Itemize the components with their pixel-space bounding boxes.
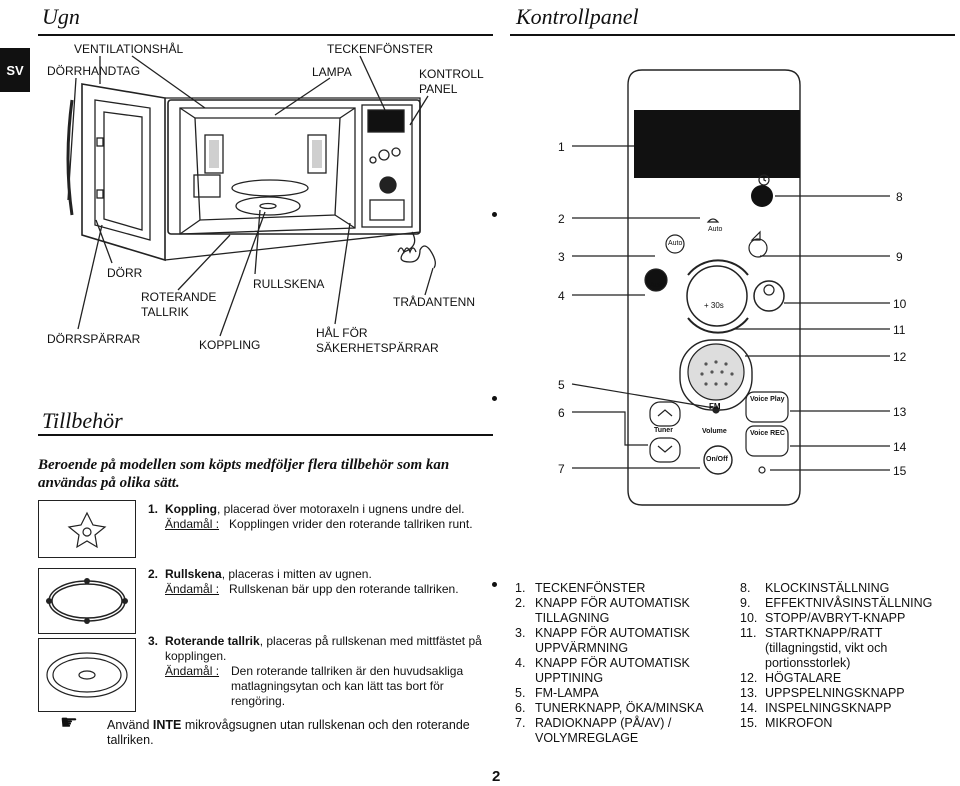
list-item: 9.EFFEKTNIVÅSINSTÄLLNING	[740, 596, 933, 610]
list-item: 10.STOPP/AVBRYT-KNAPP	[740, 611, 906, 625]
label-turntable: ROTERANDE TALLRIK	[141, 290, 217, 319]
note-bold: INTE	[152, 718, 182, 732]
accessories-title-rule	[38, 434, 493, 436]
volume-label: Volume	[702, 428, 727, 435]
list-item: 6.TUNERKNAPP, ÖKA/MINSKA	[515, 701, 704, 715]
callout-11: 11	[893, 323, 906, 337]
accessory-roller-ring-text: 2. Rullskena, placeras i mitten av ugnen.…	[148, 567, 488, 597]
label-lamp: LAMPA	[312, 65, 352, 79]
language-tab: SV	[0, 48, 30, 92]
control-panel-title-rule	[510, 34, 955, 36]
label-door-handle: DÖRRHANDTAG	[47, 64, 141, 78]
callout-1: 1	[558, 140, 565, 154]
auto-reheat-label: Auto	[668, 240, 683, 247]
accessory-3-purpose: Den roterande tallriken är den huvudsakl…	[231, 664, 464, 708]
list-item: 1.TECKENFÖNSTER	[515, 581, 646, 595]
callout-8: 8	[896, 190, 903, 204]
label-control-panel: KONTROLL PANEL	[419, 67, 484, 96]
note-post: mikrovågsugnen utan rullskenan och den r…	[107, 718, 470, 747]
accessory-turntable-text: 3. Roterande tallrik, placeras på rullske…	[148, 634, 488, 709]
list-item: 7.RADIOKNAPP (PÅ/AV) / VOLYMREGLAGE	[515, 716, 672, 745]
accessories-intro: Beroende på modellen som köpts medföljer…	[38, 457, 450, 491]
callout-13: 13	[893, 405, 907, 419]
accessory-2-num: 2.	[148, 567, 159, 581]
oven-illustration	[66, 55, 436, 337]
label-display-window: TECKENFÖNSTER	[327, 42, 434, 56]
label-ventilation: VENTILATIONSHÅL	[74, 42, 184, 56]
list-item: 14.INSPELNINGSKNAPP	[740, 701, 892, 715]
callout-5: 5	[558, 378, 565, 392]
component-list-right: 8.KLOCKINSTÄLLNING 9.EFFEKTNIVÅSINSTÄLLN…	[740, 581, 955, 731]
list-item: 15.MIKROFON	[740, 716, 833, 730]
callout-14: 14	[893, 440, 907, 454]
accessory-3-name: Roterande tallrik	[165, 634, 260, 648]
callout-3: 3	[558, 250, 565, 264]
roller-ring-icon	[46, 578, 128, 624]
auto-defrost-label: Auto	[650, 282, 665, 289]
label-cord-antenna: TRÅDANTENN	[393, 295, 476, 309]
auto-cook-label: Auto	[708, 226, 723, 233]
oven-title-rule	[38, 34, 493, 36]
callout-10: 10	[893, 297, 907, 311]
fm-label: FM	[709, 402, 721, 411]
label-door-latches: DÖRRSPÄRRAR	[47, 332, 141, 346]
callout-12: 12	[893, 350, 907, 364]
plus-30s-label: + 30s	[704, 301, 724, 310]
list-item: 8.KLOCKINSTÄLLNING	[740, 581, 890, 595]
hand-pointer-icon: ☛	[60, 712, 78, 734]
control-panel-illustration	[571, 69, 890, 506]
accessory-1-name: Koppling	[165, 502, 217, 516]
voice-play-label: Voice Play	[750, 396, 785, 403]
list-item: 3.KNAPP FÖR AUTOMATISK UPPVÄRMNING	[515, 626, 690, 655]
callout-4: 4	[558, 289, 565, 303]
callout-7: 7	[558, 462, 565, 476]
control-panel-section-title: Kontrollpanel	[516, 4, 639, 29]
accessory-1-purpose-label: Ändamål :	[165, 517, 220, 531]
accessory-2-name: Rullskena	[165, 567, 222, 581]
accessory-2-purpose-label: Ändamål :	[165, 582, 220, 596]
column-marker-dot	[492, 582, 497, 587]
label-door: DÖRR	[107, 266, 143, 280]
voice-rec-label: Voice REC	[750, 430, 785, 437]
list-item: 4.KNAPP FÖR AUTOMATISK UPPTINING	[515, 656, 690, 685]
coupler-icon	[67, 511, 107, 549]
oven-section-title: Ugn	[42, 4, 80, 29]
note-pre: Använd	[107, 718, 153, 732]
list-item: 2.KNAPP FÖR AUTOMATISK TILLAGNING	[515, 596, 690, 625]
tuner-label: Tuner	[654, 427, 673, 434]
accessory-1-desc: , placerad över motoraxeln i ugnens undr…	[216, 502, 465, 516]
callout-9: 9	[896, 250, 903, 264]
accessory-1-purpose: Kopplingen vrider den roterande tallrike…	[229, 517, 473, 531]
list-item: 13.UPPSPELNINGSKNAPP	[740, 686, 905, 700]
accessory-note: Använd INTE mikrovågsugnen utan rullsken…	[107, 718, 487, 748]
accessories-section-title: Tillbehör	[42, 408, 123, 433]
column-marker-dot	[492, 212, 497, 217]
label-coupler: KOPPLING	[199, 338, 261, 352]
accessory-3-desc: , placeras på rullskenan med mittfästet …	[165, 634, 482, 663]
list-item: 11.STARTKNAPP/RATT (tillagningstid, vikt…	[740, 626, 888, 670]
list-item: 5.FM-LAMPA	[515, 686, 599, 700]
accessory-1-num: 1.	[148, 502, 159, 516]
page-number: 2	[492, 768, 501, 785]
accessory-3-purpose-label: Ändamål :	[165, 664, 220, 678]
component-list-left: 1.TECKENFÖNSTER 2.KNAPP FÖR AUTOMATISK T…	[515, 581, 725, 746]
roller-ring-image	[38, 568, 136, 634]
label-roller-ring: RULLSKENA	[253, 277, 325, 291]
turntable-icon	[46, 652, 128, 698]
turntable-image	[38, 638, 136, 712]
accessory-3-num: 3.	[148, 634, 159, 648]
accessory-2-purpose: Rullskenan bär upp den roterande tallrik…	[229, 582, 459, 596]
accessory-2-desc: , placeras i mitten av ugnen.	[221, 567, 372, 581]
callout-2: 2	[558, 212, 565, 226]
column-marker-dot	[492, 396, 497, 401]
callout-6: 6	[558, 406, 565, 420]
accessory-coupler-text: 1. Koppling, placerad över motoraxeln i u…	[148, 502, 488, 532]
callout-15: 15	[893, 464, 907, 478]
label-safety-holes: HÅL FÖR SÄKERHETSPÄRRAR	[316, 326, 439, 355]
on-off-label: On/Off	[706, 456, 728, 463]
coupler-image	[38, 500, 136, 558]
list-item: 12.HÖGTALARE	[740, 671, 842, 685]
